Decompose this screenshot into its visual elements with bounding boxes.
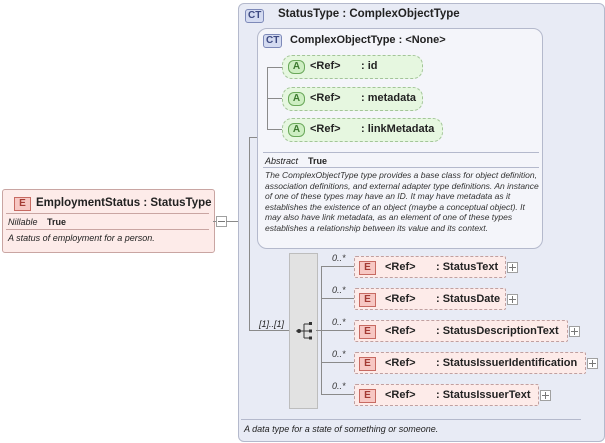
element-status-issuer-text[interactable]: E <Ref> : StatusIssuerText (354, 384, 539, 406)
abstract-value: True (308, 156, 328, 166)
divider (241, 419, 581, 420)
element-status-issuer-identification[interactable]: E <Ref> : StatusIssuerIdentification (354, 352, 586, 374)
element-badge: E (359, 325, 376, 339)
complex-object-type-title: ComplexObjectType : <None> (290, 34, 446, 46)
expand-toggle[interactable] (540, 390, 551, 401)
element-name: : StatusDate (436, 293, 501, 305)
element-status-text[interactable]: E <Ref> : StatusText (354, 256, 506, 278)
element-description: A status of employment for a person. (8, 233, 155, 243)
attribute-metadata[interactable]: A <Ref> : metadata (282, 87, 423, 111)
expand-toggle[interactable] (507, 294, 518, 305)
element-badge: E (359, 261, 376, 275)
complex-object-type-description: The ComplexObjectType type provides a ba… (265, 170, 539, 233)
complex-type-badge: CT (245, 9, 265, 23)
nillable-value: True (47, 217, 67, 227)
element-ref: <Ref> (385, 293, 416, 305)
occurrence-label: 0..* (332, 381, 346, 391)
element-badge: E (359, 357, 376, 371)
attribute-link-metadata[interactable]: A <Ref> : linkMetadata (282, 118, 443, 142)
attribute-badge: A (288, 60, 305, 74)
occurrence-label: 0..* (332, 285, 346, 295)
attribute-badge: A (288, 92, 305, 106)
occurrence-label: 0..* (332, 253, 346, 263)
occurrence-label: 0..* (332, 317, 346, 327)
element-name: : StatusIssuerText (436, 389, 531, 401)
sequence-icon (296, 322, 312, 340)
attribute-ref: <Ref> (310, 92, 341, 104)
status-type-title: StatusType : ComplexObjectType (278, 8, 460, 20)
element-name: : StatusIssuerIdentification (436, 357, 578, 369)
element-ref: <Ref> (385, 325, 416, 337)
element-ref: <Ref> (385, 357, 416, 369)
employment-status-element[interactable]: E EmploymentStatus : StatusType Nillable… (2, 189, 215, 253)
element-badge: E (14, 197, 31, 211)
element-ref: <Ref> (385, 389, 416, 401)
sequence-multiplicity: [1]..[1] (259, 319, 285, 329)
element-status-description-text[interactable]: E <Ref> : StatusDescriptionText (354, 320, 568, 342)
attribute-badge: A (288, 123, 305, 137)
divider (263, 152, 539, 153)
nillable-label: Nillable (8, 217, 38, 227)
sequence-compositor[interactable] (289, 253, 318, 409)
attribute-ref: <Ref> (310, 123, 341, 135)
attribute-name: : linkMetadata (361, 123, 435, 135)
element-badge: E (359, 389, 376, 403)
element-badge: E (359, 293, 376, 307)
divider (6, 229, 209, 230)
attribute-id[interactable]: A <Ref> : id (282, 55, 423, 79)
abstract-label: Abstract (265, 156, 299, 166)
occurrence-label: 0..* (332, 349, 346, 359)
element-title: EmploymentStatus : StatusType (36, 197, 212, 209)
status-type-description: A data type for a state of something or … (244, 424, 439, 434)
element-status-date[interactable]: E <Ref> : StatusDate (354, 288, 506, 310)
element-name: : StatusDescriptionText (436, 325, 559, 337)
element-name: : StatusText (436, 261, 499, 273)
complex-type-badge: CT (263, 34, 283, 48)
expand-toggle[interactable] (587, 358, 598, 369)
expand-toggle[interactable] (569, 326, 580, 337)
divider (6, 213, 209, 214)
expand-toggle[interactable] (507, 262, 518, 273)
attribute-name: : id (361, 60, 378, 72)
divider (263, 167, 539, 168)
attribute-name: : metadata (361, 92, 417, 104)
element-ref: <Ref> (385, 261, 416, 273)
attribute-ref: <Ref> (310, 60, 341, 72)
